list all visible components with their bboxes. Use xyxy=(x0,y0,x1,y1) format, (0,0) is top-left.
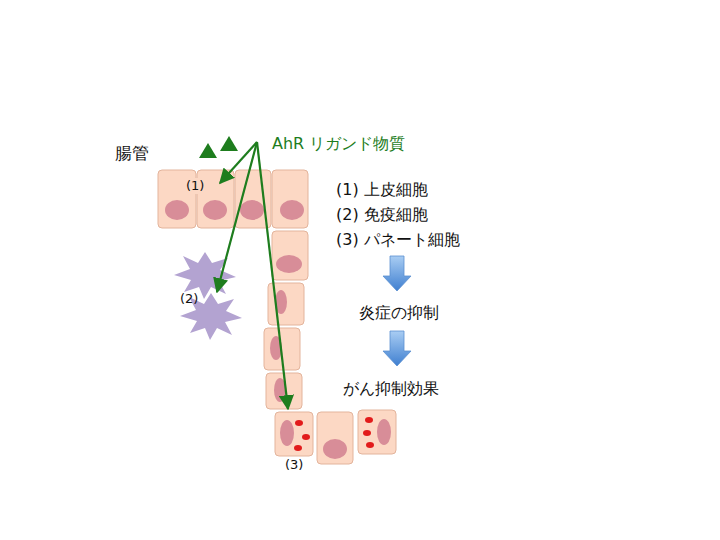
callout-number: (2) xyxy=(180,291,198,307)
callout-number: (3) xyxy=(285,457,303,473)
callout-number: (1) xyxy=(185,178,205,194)
effect-label: 炎症の抑制 xyxy=(359,303,439,322)
ligand-triangle xyxy=(220,136,238,151)
paneth-granules xyxy=(294,417,374,451)
cell-type-label: (3) パネート細胞 xyxy=(336,230,460,249)
ligand-label: AhR リガンド物質 xyxy=(272,134,405,153)
cell-type-label: (2) 免疫細胞 xyxy=(336,205,428,224)
ligand-arrow xyxy=(217,142,288,409)
flow-arrow xyxy=(383,256,411,291)
effect-label: がん抑制効果 xyxy=(343,379,439,398)
cell-type-label: (1) 上皮細胞 xyxy=(336,180,428,199)
organ-label: 腸管 xyxy=(115,143,149,163)
ligand-triangle xyxy=(199,143,217,158)
flow-arrow xyxy=(383,331,411,366)
